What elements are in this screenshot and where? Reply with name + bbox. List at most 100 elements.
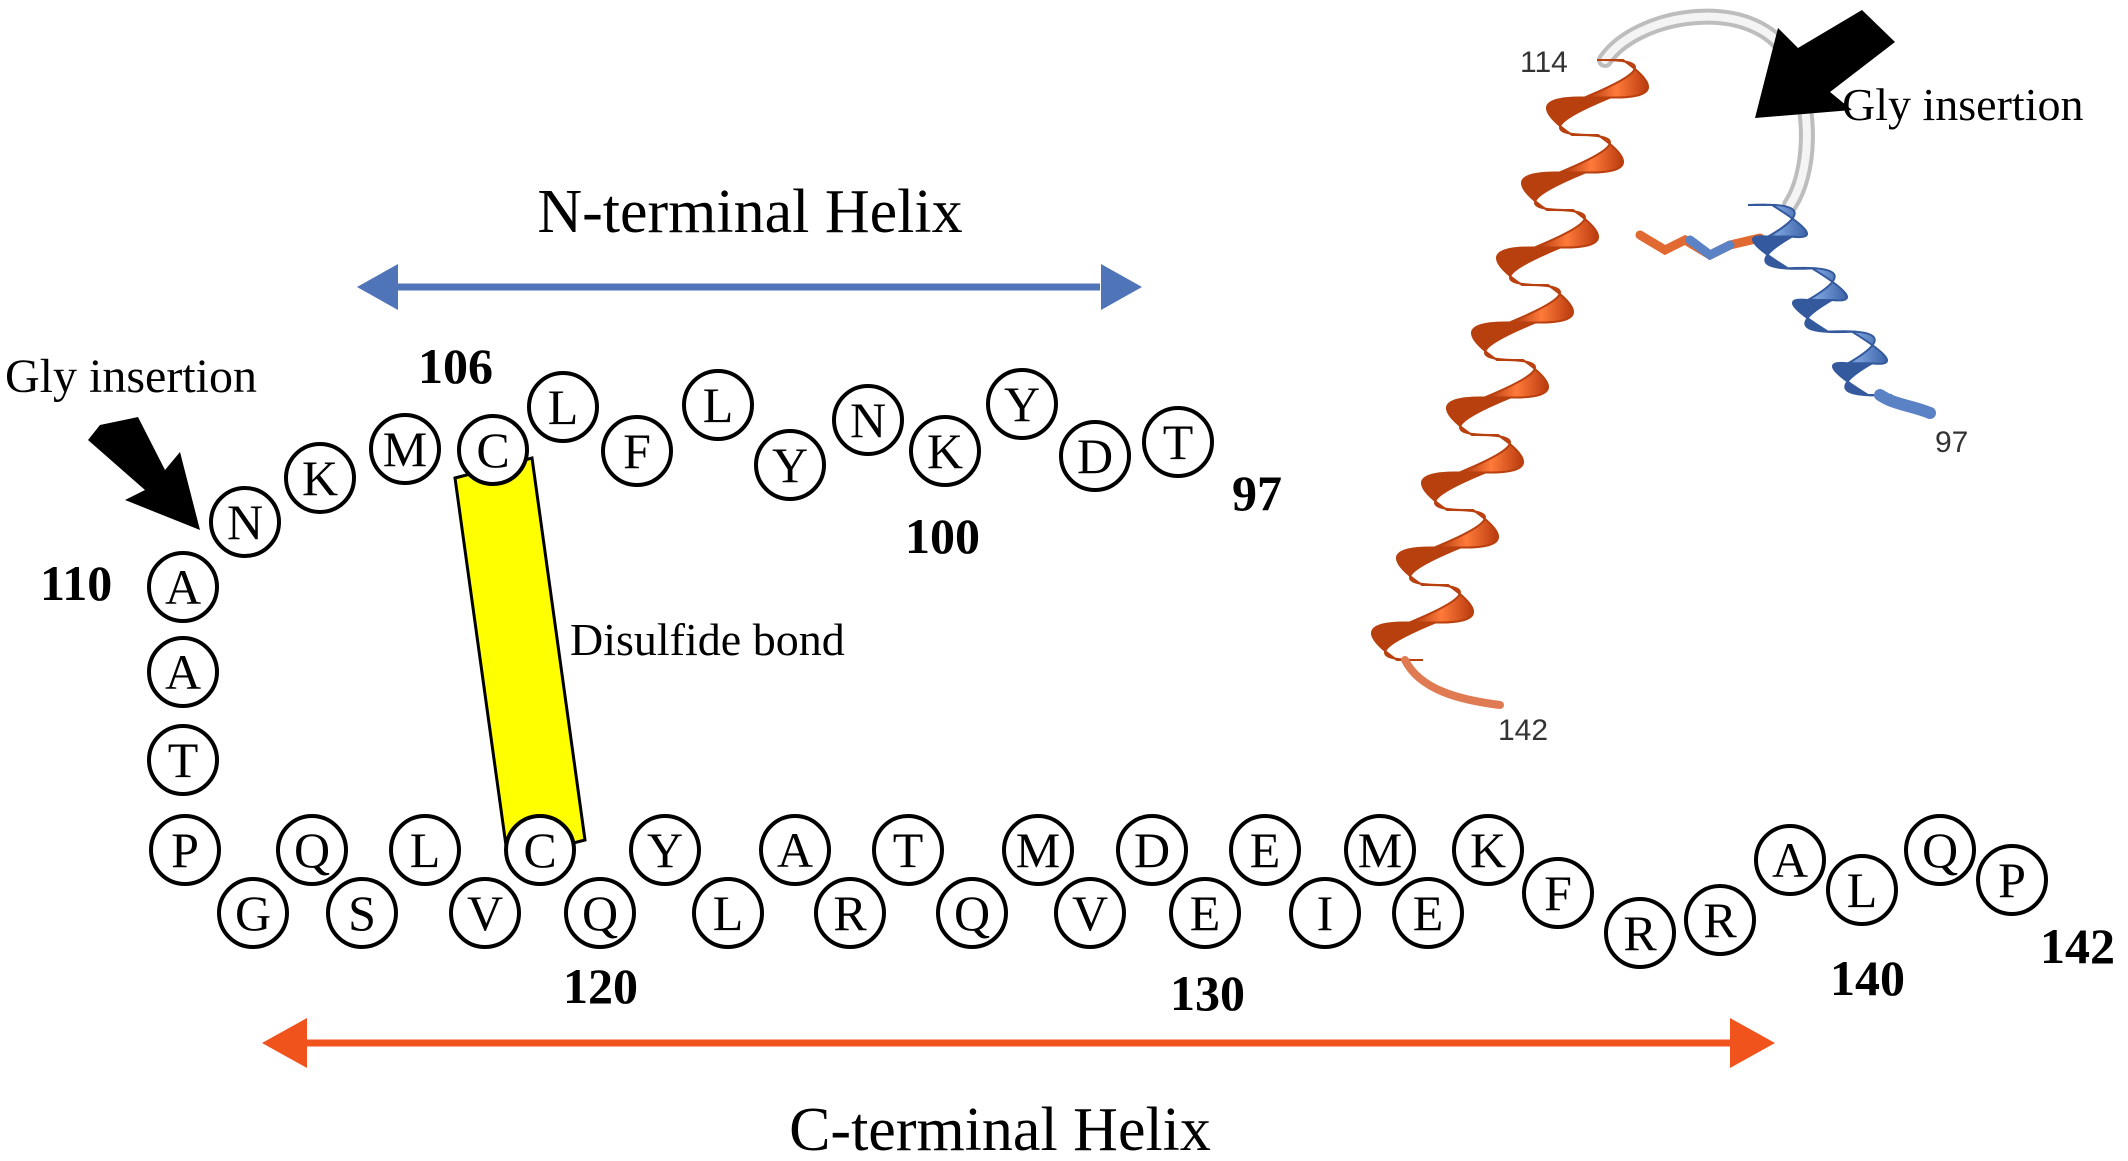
residue-circle: G [217,877,289,949]
residue-circle: C [504,814,576,886]
svg-text:Q: Q [954,885,990,941]
structure-label-114: 114 [1520,46,1568,79]
residue-circle: R [1684,884,1756,956]
residue-circle: R [1604,897,1676,969]
residue-top-row: T D Y K N Y L F L C M K N [209,368,1214,558]
n-helix-label: N-terminal Helix [537,178,962,246]
svg-text:L: L [703,377,734,433]
residue-circle: T [872,814,944,886]
helix-segment [1827,330,1889,365]
residue-number: 110 [40,555,112,611]
svg-text:N: N [227,494,263,550]
residue-circle: M [369,413,441,485]
svg-text:Q: Q [582,885,618,941]
residue-circle: Y [986,368,1058,440]
svg-text:K: K [927,423,963,479]
svg-text:A: A [777,822,813,878]
residue-circle: M [1344,814,1416,886]
svg-text:L: L [1847,862,1878,918]
helix-segment [1559,133,1625,174]
residue-circle: D [1059,420,1131,492]
svg-text:D: D [1134,822,1170,878]
disulfide-bond [453,456,587,862]
helix-segment [1370,621,1436,662]
residue-circle: E [1392,877,1464,949]
helix-segment [1484,358,1550,399]
svg-text:V: V [1072,885,1108,941]
residue-circle: E [1229,814,1301,886]
svg-text:C: C [476,422,509,478]
c-helix-arrow [262,1018,1775,1068]
arrow-icon [88,417,200,530]
residue-circle: A [147,636,219,708]
arrow-icon [1755,10,1895,118]
residue-number: 120 [563,958,638,1014]
gly-insertion-3d-label: Gly insertion [1842,79,2083,130]
residue-circle: Q [276,814,348,886]
structure-label-97: 97 [1935,426,1968,459]
helix-segment [1751,235,1813,270]
svg-text:V: V [467,885,503,941]
svg-text:P: P [1998,852,2026,908]
svg-text:M: M [383,421,427,477]
helix-segment [1434,508,1500,549]
residue-number: 100 [905,508,980,564]
residue-circle: L [527,371,599,443]
residue-circle: D [1116,814,1188,886]
svg-text:M: M [1016,822,1060,878]
helix-segment [1747,203,1809,239]
helix-segment [1459,433,1525,474]
residue-circle: P [1976,844,2048,916]
residue-number: 106 [418,338,493,394]
c-helix-label: C-terminal Helix [789,1096,1211,1161]
residue-circle: S [326,877,398,949]
svg-text:E: E [1413,885,1444,941]
residue-circle: E [1169,877,1241,949]
residue-circle: L [692,877,764,949]
helix-segment [1787,266,1849,302]
residue-circle: Q [936,877,1008,949]
helix-segment [1420,471,1486,512]
residue-circle: A [147,551,219,623]
structure-label-142: 142 [1498,714,1548,747]
svg-text:S: S [348,885,376,941]
svg-text:N: N [850,392,886,448]
svg-text:R: R [1623,905,1657,961]
residue-number: 142 [2040,918,2115,974]
residue-circle: P [149,814,221,886]
helix-segment [1584,58,1650,99]
helix-segment [1520,171,1586,212]
helix-segment [1395,546,1461,587]
residue-circle: A [759,814,831,886]
residue-circle: K [284,442,356,514]
svg-text:L: L [548,379,579,435]
svg-text:C: C [523,822,556,878]
svg-text:L: L [410,822,441,878]
svg-text:Q: Q [294,822,330,878]
svg-text:M: M [1358,822,1402,878]
disulfide-label: Disulfide bond [570,614,845,665]
svg-text:Q: Q [1922,822,1958,878]
svg-text:E: E [1250,822,1281,878]
n-helix-arrow [357,264,1142,310]
residue-number: 130 [1170,965,1245,1021]
svg-text:T: T [893,822,924,878]
residue-circle: K [909,415,981,487]
residue-circle: F [1522,857,1594,929]
residue-circle: C [457,414,529,486]
residue-bottom-rows: P G Q S L V C Q Y L A R T Q M V D E E I … [149,814,2048,969]
helix-segment [1534,208,1600,249]
svg-text:F: F [1544,865,1572,921]
residue-number: 140 [1830,950,1905,1006]
svg-text:Y: Y [1004,376,1040,432]
svg-text:R: R [1703,892,1737,948]
residue-circle: F [601,415,673,487]
svg-text:Y: Y [647,822,683,878]
gly-insertion-label: Gly insertion [5,350,257,403]
svg-text:K: K [302,450,338,506]
residue-circle: N [832,384,904,456]
residue-circle: A [1754,824,1826,896]
svg-text:L: L [713,885,744,941]
svg-text:A: A [165,559,201,615]
